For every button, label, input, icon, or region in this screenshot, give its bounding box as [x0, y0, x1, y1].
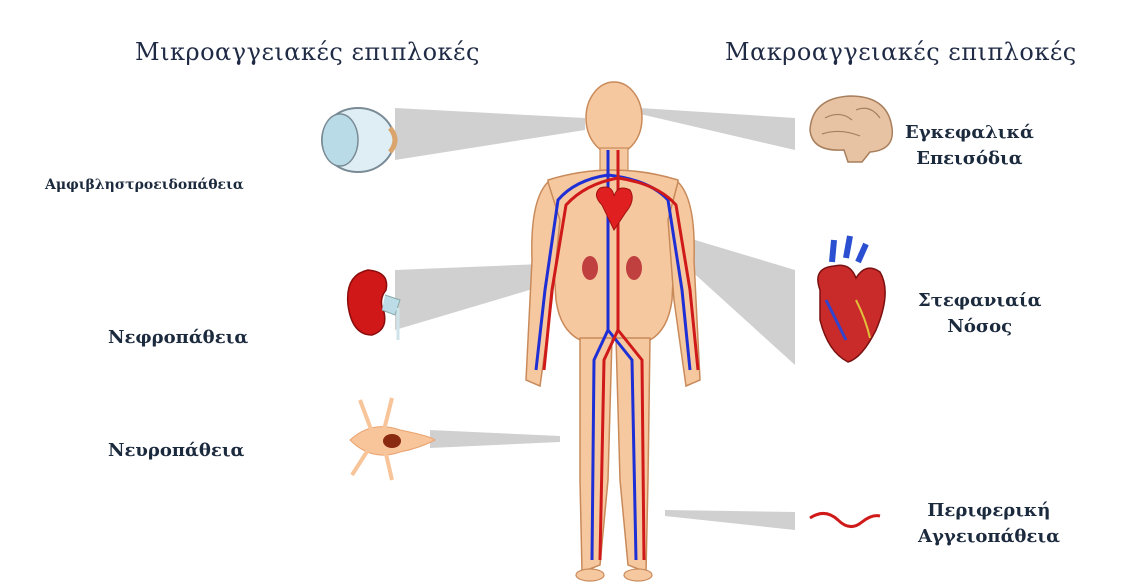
neuron-icon: [350, 398, 435, 480]
label-stroke: Εγκεφαλικά Επεισόδια: [905, 120, 1034, 172]
label-coronary-line2: Νόσος: [918, 314, 1042, 340]
label-stroke-line2: Επεισόδια: [905, 146, 1034, 172]
label-retinopathy: Αμφιβληστροειδοπάθεια: [45, 175, 244, 195]
label-retinopathy-text: Αμφιβληστροειδοπάθεια: [45, 175, 244, 195]
label-nephropathy-text: Νεφροπάθεια: [108, 325, 248, 351]
connector-vessel: [665, 510, 795, 530]
label-peripheral-line1: Περιφερική: [918, 498, 1060, 524]
label-coronary-line1: Στεφανιαία: [918, 288, 1042, 314]
label-neuropathy: Νευροπάθεια: [108, 438, 244, 464]
label-neuropathy-text: Νευροπάθεια: [108, 438, 244, 464]
connector-brain: [640, 108, 795, 150]
blood-vessel-icon: [810, 513, 880, 526]
connector-eye: [395, 108, 585, 160]
human-body-figure: [526, 82, 700, 581]
label-stroke-line1: Εγκεφαλικά: [905, 120, 1034, 146]
brain-icon: [810, 96, 892, 162]
label-coronary: Στεφανιαία Νόσος: [918, 288, 1042, 340]
label-peripheral: Περιφερική Αγγειοπάθεια: [918, 498, 1060, 550]
kidney-icon: [348, 270, 400, 340]
connector-neuron: [430, 430, 560, 448]
eye-icon: [322, 108, 395, 172]
label-nephropathy: Νεφροπάθεια: [108, 325, 248, 351]
heart-icon: [818, 236, 885, 362]
label-peripheral-line2: Αγγειοπάθεια: [918, 524, 1060, 550]
